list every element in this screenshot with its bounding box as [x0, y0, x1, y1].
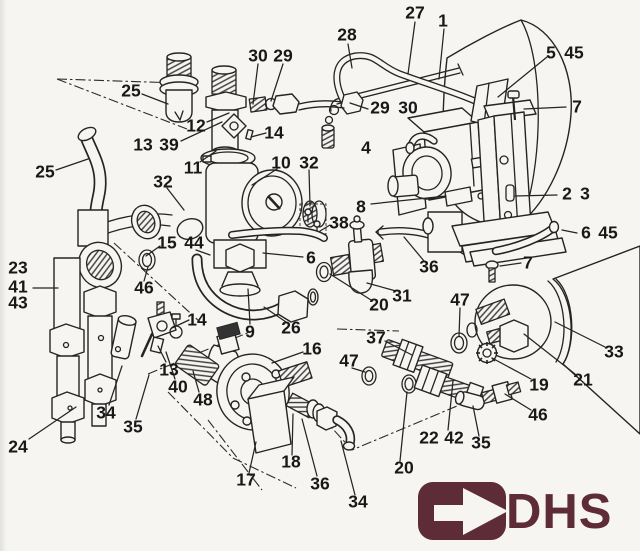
fitting-chain-bottom-right [361, 332, 522, 411]
part-number-label: 20 [394, 457, 414, 478]
part-number-label: 20 [369, 294, 389, 315]
left-pipe-assembly [49, 126, 123, 444]
part-number-label: 2 [562, 183, 572, 204]
pump-10 [205, 162, 327, 297]
part-number-label: 34 [96, 402, 116, 423]
part-number-label: 31 [392, 285, 412, 306]
part-number-label: 45 [564, 42, 584, 63]
part-number-label: 13 [159, 359, 179, 380]
union-15-44 [91, 204, 204, 271]
part-number-label: 17 [236, 469, 256, 490]
part-number-label: 6 [306, 247, 316, 268]
part-number-label: 39 [159, 134, 179, 155]
part-number-label: 7 [523, 252, 533, 273]
part-number-label: 36 [310, 473, 330, 494]
part-number-label: 19 [529, 374, 549, 395]
part-number-label: 14 [187, 309, 207, 330]
pump-16-group [174, 321, 356, 454]
elbow-pipe-9-26 [191, 253, 319, 323]
part-number-label: 29 [273, 45, 293, 66]
part-number-label: 27 [405, 2, 425, 23]
part-number-label: 1 [438, 10, 448, 31]
part-number-label: 46 [134, 277, 154, 298]
part-number-label: 43 [8, 292, 28, 313]
mounting-bracket-2-3 [422, 78, 567, 283]
part-number-label: 40 [168, 376, 188, 397]
part-number-label: 12 [186, 115, 206, 136]
part-number-label: 5 [546, 42, 556, 63]
part-number-label: 24 [8, 436, 28, 457]
part-number-label: 6 [581, 222, 591, 243]
part-number-label: 35 [123, 416, 143, 437]
part-number-label: 45 [598, 222, 618, 243]
part-number-label: 36 [419, 256, 439, 277]
part-number-label: 37 [366, 327, 386, 348]
part-number-label: 25 [121, 80, 141, 101]
part-number-label: 21 [573, 369, 593, 390]
right-arrow-icon-cutout [434, 488, 508, 535]
part-number-label: 15 [157, 232, 177, 253]
part-number-label: 29 [370, 97, 390, 118]
dhs-logo: DHS [418, 482, 612, 540]
part-number-label: 32 [153, 171, 173, 192]
small-parts-lower-left [110, 301, 183, 360]
tee-valve-31 [315, 215, 385, 294]
part-number-label: 38 [329, 212, 349, 233]
part-number-label: 26 [281, 317, 301, 338]
part-number-label: 9 [245, 321, 255, 342]
part-number-label: 32 [299, 152, 319, 173]
part-number-label: 23 [8, 257, 28, 278]
part-number-label: 16 [302, 338, 322, 359]
part-number-label: 44 [184, 232, 204, 253]
part-number-label: 47 [450, 289, 470, 310]
part-number-label: 30 [248, 45, 268, 66]
part-number-label: 3 [580, 183, 590, 204]
part-number-label: 18 [281, 451, 301, 472]
leader-lines [28, 21, 606, 496]
part-number-label: 7 [572, 96, 582, 117]
part-number-label: 34 [348, 491, 368, 512]
part-number-label: 10 [271, 152, 291, 173]
part-number-label: 11 [183, 157, 203, 178]
part-number-label: 22 [419, 427, 439, 448]
part-number-label: 46 [528, 404, 548, 425]
part-number-label: 13 [133, 134, 153, 155]
part-number-label: 33 [604, 341, 624, 362]
part-number-label: 30 [398, 97, 418, 118]
part-number-label: 41 [8, 276, 28, 297]
part-number-label: 47 [339, 350, 359, 371]
part-number-label: 28 [337, 24, 357, 45]
part-number-label: 8 [356, 196, 366, 217]
logo-text: DHS [506, 485, 612, 539]
fitting-25-top [159, 52, 199, 123]
part-number-label: 25 [35, 161, 55, 182]
part-number-label: 42 [444, 427, 464, 448]
part-number-label: 48 [193, 389, 213, 410]
part-number-label: 4 [361, 137, 371, 158]
solenoid-valve-8 [387, 107, 486, 216]
part-number-label: 14 [264, 122, 284, 143]
part-number-label: 35 [471, 432, 491, 453]
